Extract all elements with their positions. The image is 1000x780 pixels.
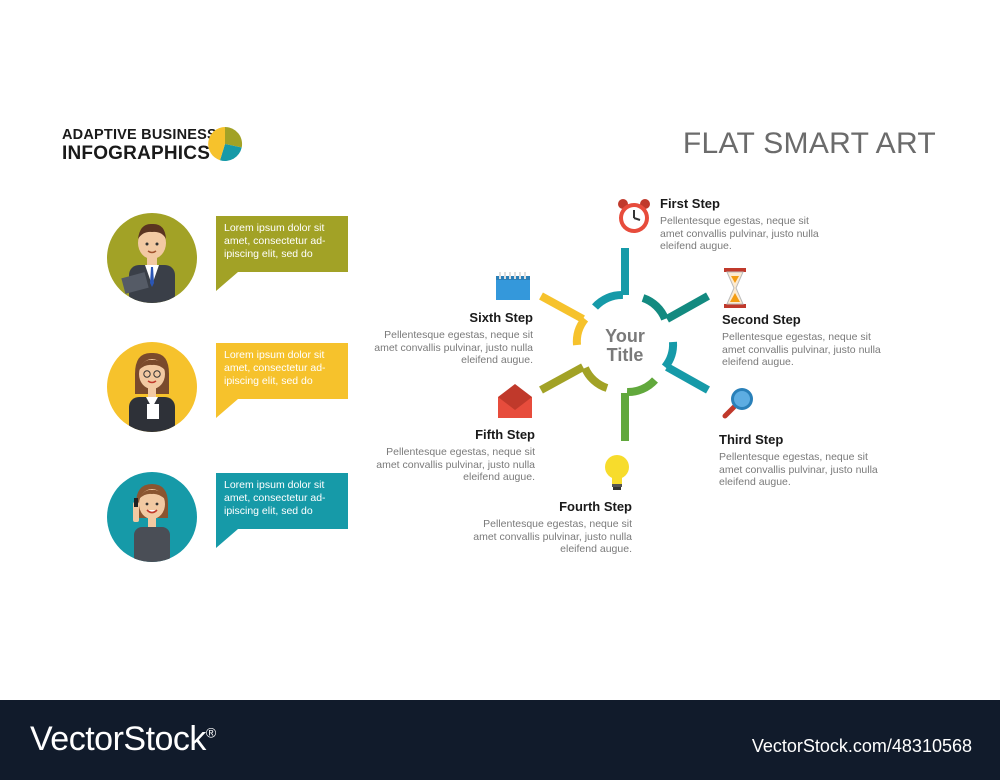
step-fourth-title: Fourth Step — [559, 499, 632, 514]
step-second-line-2: amet convallis pulvinar, justo nulla — [722, 343, 881, 356]
notepad-icon — [496, 272, 530, 300]
step-third: Third Step Pellentesque egestas, neque s… — [719, 432, 919, 489]
speech-bubble-2: Lorem ipsum dolor sit amet, consectetur … — [216, 343, 348, 418]
step-sixth-line-3: eleifend augue. — [461, 354, 533, 366]
alarm-clock-icon — [618, 199, 650, 233]
step-second: Second Step Pellentesque egestas, neque … — [722, 312, 922, 369]
step-fourth-line-2: amet convallis pulvinar, justo nulla — [473, 530, 632, 543]
envelope-icon — [498, 384, 532, 418]
hub-segment-fourth — [621, 377, 658, 441]
hub-segment-first — [592, 248, 629, 310]
hub-diagram: Your Title — [539, 248, 710, 441]
hub-segment-sixth — [539, 292, 589, 346]
hub-segment-third — [661, 341, 710, 394]
vectorstock-logo: VectorStock® — [30, 720, 216, 759]
bubble-3-line-2: amet, consectetur ad- — [224, 492, 326, 504]
bubble-1-line-2: amet, consectetur ad- — [224, 235, 326, 247]
avatar-businesswoman-glasses — [107, 342, 197, 432]
step-second-line-1: Pellentesque egestas, neque sit — [722, 331, 871, 343]
speech-bubble-3: Lorem ipsum dolor sit amet, consectetur … — [216, 473, 348, 548]
step-second-line-3: eleifend augue. — [722, 356, 794, 368]
step-fifth-title: Fifth Step — [475, 427, 535, 442]
step-fifth: Fifth Step Pellentesque egestas, neque s… — [335, 427, 535, 484]
brand-line-1: ADAPTIVE BUSINESS — [62, 127, 217, 143]
step-fifth-line-3: eleifend augue. — [463, 471, 535, 483]
hourglass-icon — [724, 268, 746, 308]
hub-segment-fifth — [539, 363, 609, 394]
vectorstock-logo-text: VectorStock — [30, 720, 206, 758]
bubble-2-line-3: ipiscing elit, sed do — [224, 375, 313, 387]
step-sixth-title: Sixth Step — [469, 310, 533, 325]
step-sixth-line-1: Pellentesque egestas, neque sit — [384, 329, 533, 341]
avatar-woman-phone — [107, 472, 197, 562]
step-first-line-2: amet convallis pulvinar, justo nulla — [660, 227, 819, 240]
step-first-title: First Step — [660, 196, 720, 211]
center-title-line-2: Title — [607, 345, 644, 365]
step-sixth: Sixth Step Pellentesque egestas, neque s… — [333, 310, 533, 367]
avatar-businessman — [107, 213, 197, 303]
speech-bubble-1: Lorem ipsum dolor sit amet, consectetur … — [216, 216, 348, 291]
step-sixth-line-2: amet convallis pulvinar, justo nulla — [374, 341, 533, 354]
step-second-title: Second Step — [722, 312, 801, 327]
step-fourth-line-1: Pellentesque egestas, neque sit — [483, 518, 632, 530]
step-first-line-1: Pellentesque egestas, neque sit — [660, 215, 809, 227]
light-bulb-icon — [605, 455, 629, 490]
registered-mark: ® — [205, 724, 216, 741]
step-third-title: Third Step — [719, 432, 784, 447]
bubble-3-line-3: ipiscing elit, sed do — [224, 505, 313, 517]
brand-line-2: INFOGRAPHICS — [62, 143, 211, 164]
step-fifth-line-2: amet convallis pulvinar, justo nulla — [376, 458, 535, 471]
vectorstock-url: VectorStock.com/48310568 — [751, 736, 972, 756]
step-fourth: Fourth Step Pellentesque egestas, neque … — [432, 499, 632, 556]
center-title-line-1: Your — [605, 326, 645, 346]
bubble-1-line-3: ipiscing elit, sed do — [224, 248, 313, 260]
magnifier-icon — [722, 388, 753, 419]
bubble-2-line-1: Lorem ipsum dolor sit — [224, 349, 325, 361]
step-fourth-line-3: eleifend augue. — [560, 543, 632, 555]
step-third-line-1: Pellentesque egestas, neque sit — [719, 451, 868, 463]
bubble-3-line-1: Lorem ipsum dolor sit — [224, 479, 325, 491]
pie-logo-icon — [208, 126, 243, 161]
bubble-2-line-2: amet, consectetur ad- — [224, 362, 326, 374]
step-fifth-line-1: Pellentesque egestas, neque sit — [386, 446, 535, 458]
hub-segment-second — [641, 292, 710, 323]
step-third-line-3: eleifend augue. — [719, 476, 791, 488]
step-first: First Step Pellentesque egestas, neque s… — [660, 196, 860, 253]
step-first-line-3: eleifend augue. — [660, 240, 732, 252]
page-title: FLAT SMART ART — [682, 127, 936, 160]
footer-bar — [0, 700, 1000, 780]
bubble-1-line-1: Lorem ipsum dolor sit — [224, 222, 325, 234]
step-third-line-2: amet convallis pulvinar, justo nulla — [719, 463, 878, 476]
